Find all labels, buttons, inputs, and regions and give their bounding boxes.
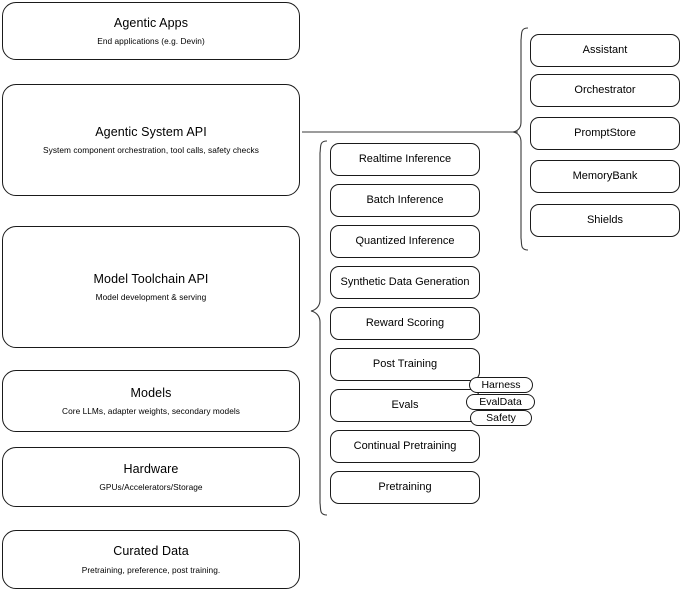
layer-subtitle: System component orchestration, tool cal… [43, 145, 259, 156]
agentic-item-promptstore[interactable]: PromptStore [530, 117, 680, 150]
evals-badge-harness[interactable]: Harness [469, 377, 533, 393]
agentic-item-label: MemoryBank [572, 169, 638, 182]
layer-subtitle: End applications (e.g. Devin) [97, 36, 205, 47]
layer-curated-data[interactable]: Curated Data Pretraining, preference, po… [2, 530, 300, 589]
toolchain-item-label: Realtime Inference [358, 152, 452, 165]
agentic-item-label: Assistant [582, 43, 628, 56]
toolchain-item-label: Pretraining [378, 480, 432, 493]
agentic-item-assistant[interactable]: Assistant [530, 34, 680, 67]
layer-hardware[interactable]: Hardware GPUs/Accelerators/Storage [2, 447, 300, 507]
evals-badge-label: EvalData [479, 396, 522, 408]
agentic-item-label: Shields [586, 213, 624, 226]
evals-badge-label: Harness [481, 379, 521, 391]
toolchain-item-post-training[interactable]: Post Training [330, 348, 480, 381]
toolchain-item-label: Evals [391, 398, 419, 411]
toolchain-item-batch-inference[interactable]: Batch Inference [330, 184, 480, 217]
layer-subtitle: Core LLMs, adapter weights, secondary mo… [62, 406, 240, 417]
layer-title: Model Toolchain API [93, 271, 209, 286]
toolchain-item-label: Continual Pretraining [353, 439, 457, 452]
agentic-item-memorybank[interactable]: MemoryBank [530, 160, 680, 193]
brace-agentic [512, 27, 529, 251]
layer-subtitle: GPUs/Accelerators/Storage [99, 482, 203, 493]
layer-agentic-apps[interactable]: Agentic Apps End applications (e.g. Devi… [2, 2, 300, 60]
layer-title: Hardware [123, 461, 179, 476]
layer-title: Curated Data [113, 544, 189, 558]
agentic-item-label: Orchestrator [574, 83, 636, 96]
toolchain-item-label: Post Training [372, 357, 438, 370]
toolchain-item-synthetic-data-generation[interactable]: Synthetic Data Generation [330, 266, 480, 299]
toolchain-item-label: Reward Scoring [365, 316, 445, 329]
toolchain-item-reward-scoring[interactable]: Reward Scoring [330, 307, 480, 340]
layer-model-toolchain-api[interactable]: Model Toolchain API Model development & … [2, 226, 300, 348]
toolchain-item-label: Quantized Inference [355, 234, 455, 247]
toolchain-item-realtime-inference[interactable]: Realtime Inference [330, 143, 480, 176]
toolchain-item-label: Synthetic Data Generation [340, 275, 470, 288]
layer-title: Models [130, 385, 172, 400]
brace-toolchain [310, 140, 328, 516]
layer-agentic-system-api[interactable]: Agentic System API System component orch… [2, 84, 300, 196]
agentic-item-shields[interactable]: Shields [530, 204, 680, 237]
agentic-item-orchestrator[interactable]: Orchestrator [530, 74, 680, 107]
agentic-item-label: PromptStore [574, 126, 636, 139]
evals-badge-evaldata[interactable]: EvalData [466, 394, 535, 410]
toolchain-item-label: Batch Inference [366, 193, 444, 206]
layer-subtitle: Model development & serving [95, 292, 207, 303]
toolchain-item-quantized-inference[interactable]: Quantized Inference [330, 225, 480, 258]
evals-badge-safety[interactable]: Safety [470, 410, 532, 426]
layer-title: Agentic System API [95, 124, 207, 139]
toolchain-item-continual-pretraining[interactable]: Continual Pretraining [330, 430, 480, 463]
toolchain-item-pretraining[interactable]: Pretraining [330, 471, 480, 504]
layer-title: Agentic Apps [113, 15, 189, 30]
layer-subtitle: Pretraining, preference, post training. [81, 564, 221, 575]
toolchain-item-evals[interactable]: Evals [330, 389, 480, 422]
evals-badge-label: Safety [486, 412, 516, 424]
layer-models[interactable]: Models Core LLMs, adapter weights, secon… [2, 370, 300, 432]
